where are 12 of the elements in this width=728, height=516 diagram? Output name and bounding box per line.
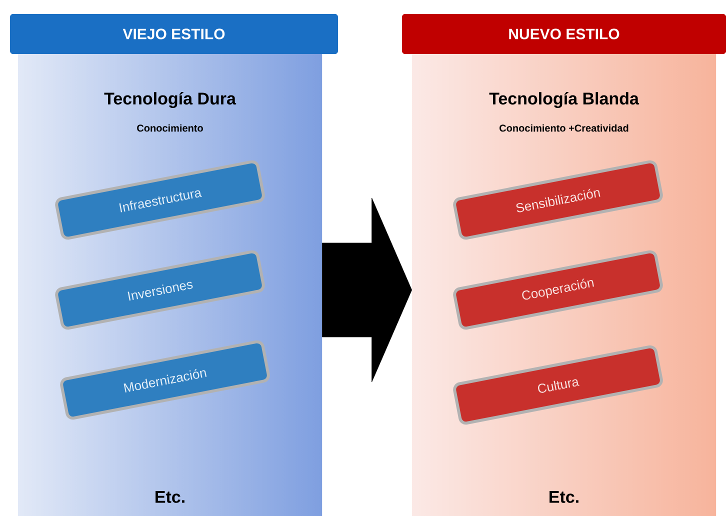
button: Cooperación (453, 250, 663, 330)
panel-title: Tecnología Blanda (489, 92, 640, 108)
panel-footer: Etc. (550, 491, 578, 503)
header-tab: VIEJO ESTILO (10, 14, 338, 54)
header-tab: NUEVO ESTILO (402, 14, 726, 54)
panel-footer: Etc. (156, 491, 184, 503)
arrow (322, 198, 412, 382)
panel-title: Tecnología Dura (104, 92, 236, 108)
button: Cultura (453, 345, 663, 425)
button: Inversiones (55, 250, 265, 330)
panel-subtitle: Conocimiento +Creatividad (500, 124, 628, 132)
panel-subtitle: Conocimiento (137, 124, 203, 132)
